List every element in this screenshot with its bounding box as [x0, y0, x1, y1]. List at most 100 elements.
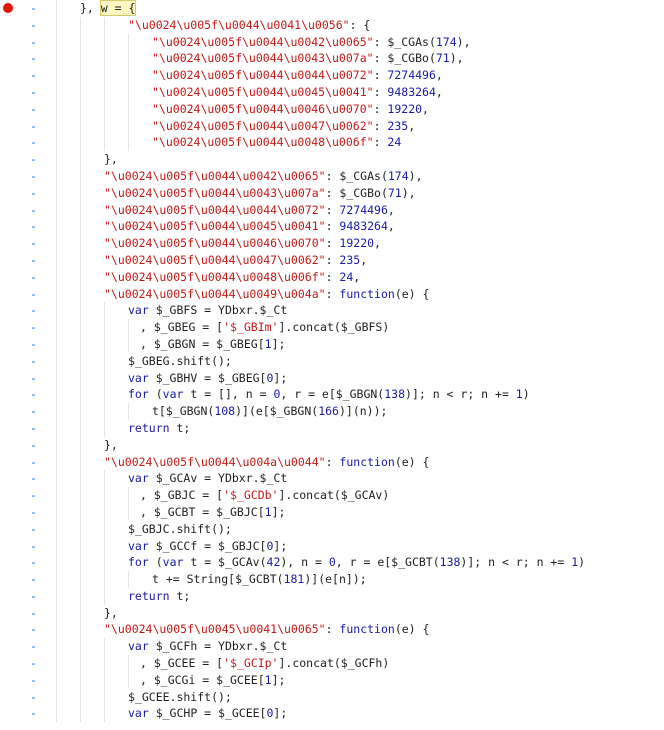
line-gutter[interactable]: - [0, 353, 40, 370]
line-gutter[interactable]: - [0, 454, 40, 471]
breakpoint-icon[interactable] [3, 3, 13, 13]
line-gutter[interactable]: - [0, 101, 40, 118]
line-gutter[interactable]: - [0, 235, 40, 252]
line-gutter[interactable]: - [0, 571, 40, 588]
line-gutter[interactable]: - [0, 168, 40, 185]
line-gutter[interactable]: - [0, 67, 40, 84]
line-gutter[interactable]: - [0, 554, 40, 571]
code-line[interactable]: -var $_GCCf = $_GBJC[0]; [0, 537, 664, 555]
line-gutter[interactable]: - [0, 218, 40, 235]
code-line[interactable]: -"\u0024\u005f\u0044\u0042\u0065": $_CGA… [0, 167, 664, 185]
line-gutter[interactable]: - [0, 286, 40, 303]
code-line[interactable]: - var $_GCHP = $_GCEE[0]; [0, 705, 664, 723]
code-line[interactable]: -"\u0024\u005f\u0044\u0048\u006f": 24, [0, 268, 664, 286]
code-line[interactable]: -"\u0024\u005f\u0044\u0044\u0072": 72744… [0, 201, 664, 219]
code-line[interactable]: -var $_GBHV = $_GBEG[0]; [0, 369, 664, 387]
code-line[interactable]: -$_GBEG.shift(); [0, 352, 664, 370]
code-line[interactable]: -"\u0024\u005f\u0044\u0042\u0065": $_CGA… [0, 33, 664, 51]
indent-guide [80, 83, 81, 101]
code-line[interactable]: -"\u0024\u005f\u0044\u0047\u0062": 235, [0, 251, 664, 269]
code-line[interactable]: -, $_GCBT = $_GBJC[1]; [0, 503, 664, 521]
line-gutter[interactable]: - [0, 118, 40, 135]
code-line[interactable]: -"\u0024\u005f\u0044\u0041\u0056": { [0, 16, 664, 34]
line-gutter[interactable]: - [0, 588, 40, 605]
line-gutter[interactable]: - [0, 521, 40, 538]
line-gutter[interactable]: - [0, 672, 40, 689]
code-line[interactable]: -"\u0024\u005f\u0044\u0043\u007a": $_CGB… [0, 50, 664, 68]
line-gutter[interactable]: - [0, 185, 40, 202]
code-line[interactable]: -"\u0024\u005f\u0044\u0049\u004a": funct… [0, 285, 664, 303]
code-line[interactable]: -, $_GBJC = ['$_GCDb'].concat($_GCAv) [0, 487, 664, 504]
line-gutter[interactable]: - [0, 504, 40, 521]
line-gutter[interactable]: - [0, 134, 40, 151]
indent-guide [56, 319, 57, 336]
line-gutter[interactable]: - [0, 705, 40, 722]
line-marker: - [30, 538, 37, 553]
line-gutter[interactable]: - [0, 689, 40, 706]
line-gutter[interactable]: - [0, 638, 40, 655]
line-gutter[interactable]: - [0, 420, 40, 437]
line-gutter[interactable]: - [0, 34, 40, 51]
code-line[interactable]: -}, [0, 151, 664, 168]
indent-guide [56, 453, 57, 471]
code-line[interactable]: -var $_GBFS = YDbxr.$_Ct [0, 302, 664, 320]
code-line[interactable]: -"\u0024\u005f\u0044\u004a\u0044": funct… [0, 453, 664, 471]
line-gutter[interactable]: - [0, 151, 40, 168]
code-line[interactable]: -"\u0024\u005f\u0044\u0044\u0072": 72744… [0, 67, 664, 84]
code-line[interactable]: -"\u0024\u005f\u0044\u0046\u0070": 19220… [0, 235, 664, 252]
indent-guide [80, 571, 81, 588]
line-gutter[interactable]: - [0, 370, 40, 387]
code-token: , $_GCGi = $_GCEE[ [140, 672, 265, 687]
line-gutter[interactable]: - [0, 336, 40, 353]
indent-guide [80, 319, 81, 336]
code-line[interactable]: -"\u0024\u005f\u0044\u0045\u0041": 94832… [0, 83, 664, 101]
code-token: , $_GBEG = [ [140, 320, 224, 335]
code-line[interactable]: -for (var t = $_GCAv(42), n = 0, r = e[$… [0, 554, 664, 572]
code-line[interactable]: -, $_GBEG = ['$_GBIm'].concat($_GBFS) [0, 319, 664, 336]
code-line[interactable]: -"\u0024\u005f\u0045\u0041\u0065": funct… [0, 621, 664, 639]
line-gutter[interactable]: - [0, 252, 40, 269]
line-gutter[interactable]: - [0, 487, 40, 504]
code-line[interactable]: -t += String[$_GCBT(181)](e[n]); [0, 571, 664, 588]
code-line[interactable]: -return t; [0, 587, 664, 605]
line-gutter[interactable]: - [0, 621, 40, 638]
line-gutter[interactable]: - [0, 302, 40, 319]
line-gutter[interactable]: - [0, 655, 40, 672]
line-gutter[interactable]: - [0, 386, 40, 403]
code-line[interactable]: -, $_GCGi = $_GCEE[1]; [0, 671, 664, 689]
code-line[interactable]: -$_GBJC.shift(); [0, 520, 664, 538]
line-gutter[interactable]: - [0, 319, 40, 336]
line-gutter[interactable]: - [0, 202, 40, 219]
code-line[interactable]: -for (var t = [], n = 0, r = e[$_GBGN(13… [0, 386, 664, 404]
code-line[interactable]: -var $_GCFh = YDbxr.$_Ct [0, 638, 664, 656]
code-text: return t; [128, 420, 190, 437]
line-gutter[interactable]: - [0, 403, 40, 420]
code-line[interactable]: -, $_GCEE = ['$_GCIp'].concat($_GCFh) [0, 655, 664, 672]
line-gutter[interactable]: - [0, 470, 40, 487]
line-gutter[interactable]: - [0, 17, 40, 34]
line-gutter[interactable]: - [0, 605, 40, 622]
code-text: var $_GCHP = $_GCEE[0]; [128, 705, 287, 722]
indent-guide [104, 554, 105, 572]
code-line[interactable]: -"\u0024\u005f\u0044\u0046\u0070": 19220… [0, 100, 664, 118]
code-line[interactable]: -}, [0, 604, 664, 622]
line-gutter[interactable]: - [0, 84, 40, 101]
line-gutter[interactable]: - [0, 50, 40, 67]
code-line[interactable]: -var $_GCAv = YDbxr.$_Ct [0, 470, 664, 488]
code-line[interactable]: -}, [0, 436, 664, 454]
line-gutter[interactable]: - [0, 0, 40, 17]
line-gutter[interactable]: - [0, 269, 40, 286]
code-line[interactable]: -"\u0024\u005f\u0044\u0048\u006f": 24 [0, 134, 664, 152]
code-line[interactable]: -"\u0024\u005f\u0044\u0045\u0041": 94832… [0, 218, 664, 236]
code-line[interactable]: -}, w = { [0, 0, 664, 17]
code-line[interactable]: - return t; [0, 419, 664, 437]
line-gutter[interactable]: - [0, 538, 40, 555]
code-line[interactable]: -, $_GBGN = $_GBEG[1]; [0, 335, 664, 353]
code-line[interactable]: -"\u0024\u005f\u0044\u0047\u0062": 235, [0, 117, 664, 135]
line-gutter[interactable]: - [0, 437, 40, 454]
code-line[interactable]: -t[$_GBGN(108)](e[$_GBGN(166)](n)); [0, 403, 664, 420]
code-line[interactable]: -"\u0024\u005f\u0044\u0043\u007a": $_CGB… [0, 184, 664, 202]
indent-guide [80, 218, 81, 236]
code-line[interactable]: -$_GCEE.shift(); [0, 688, 664, 706]
